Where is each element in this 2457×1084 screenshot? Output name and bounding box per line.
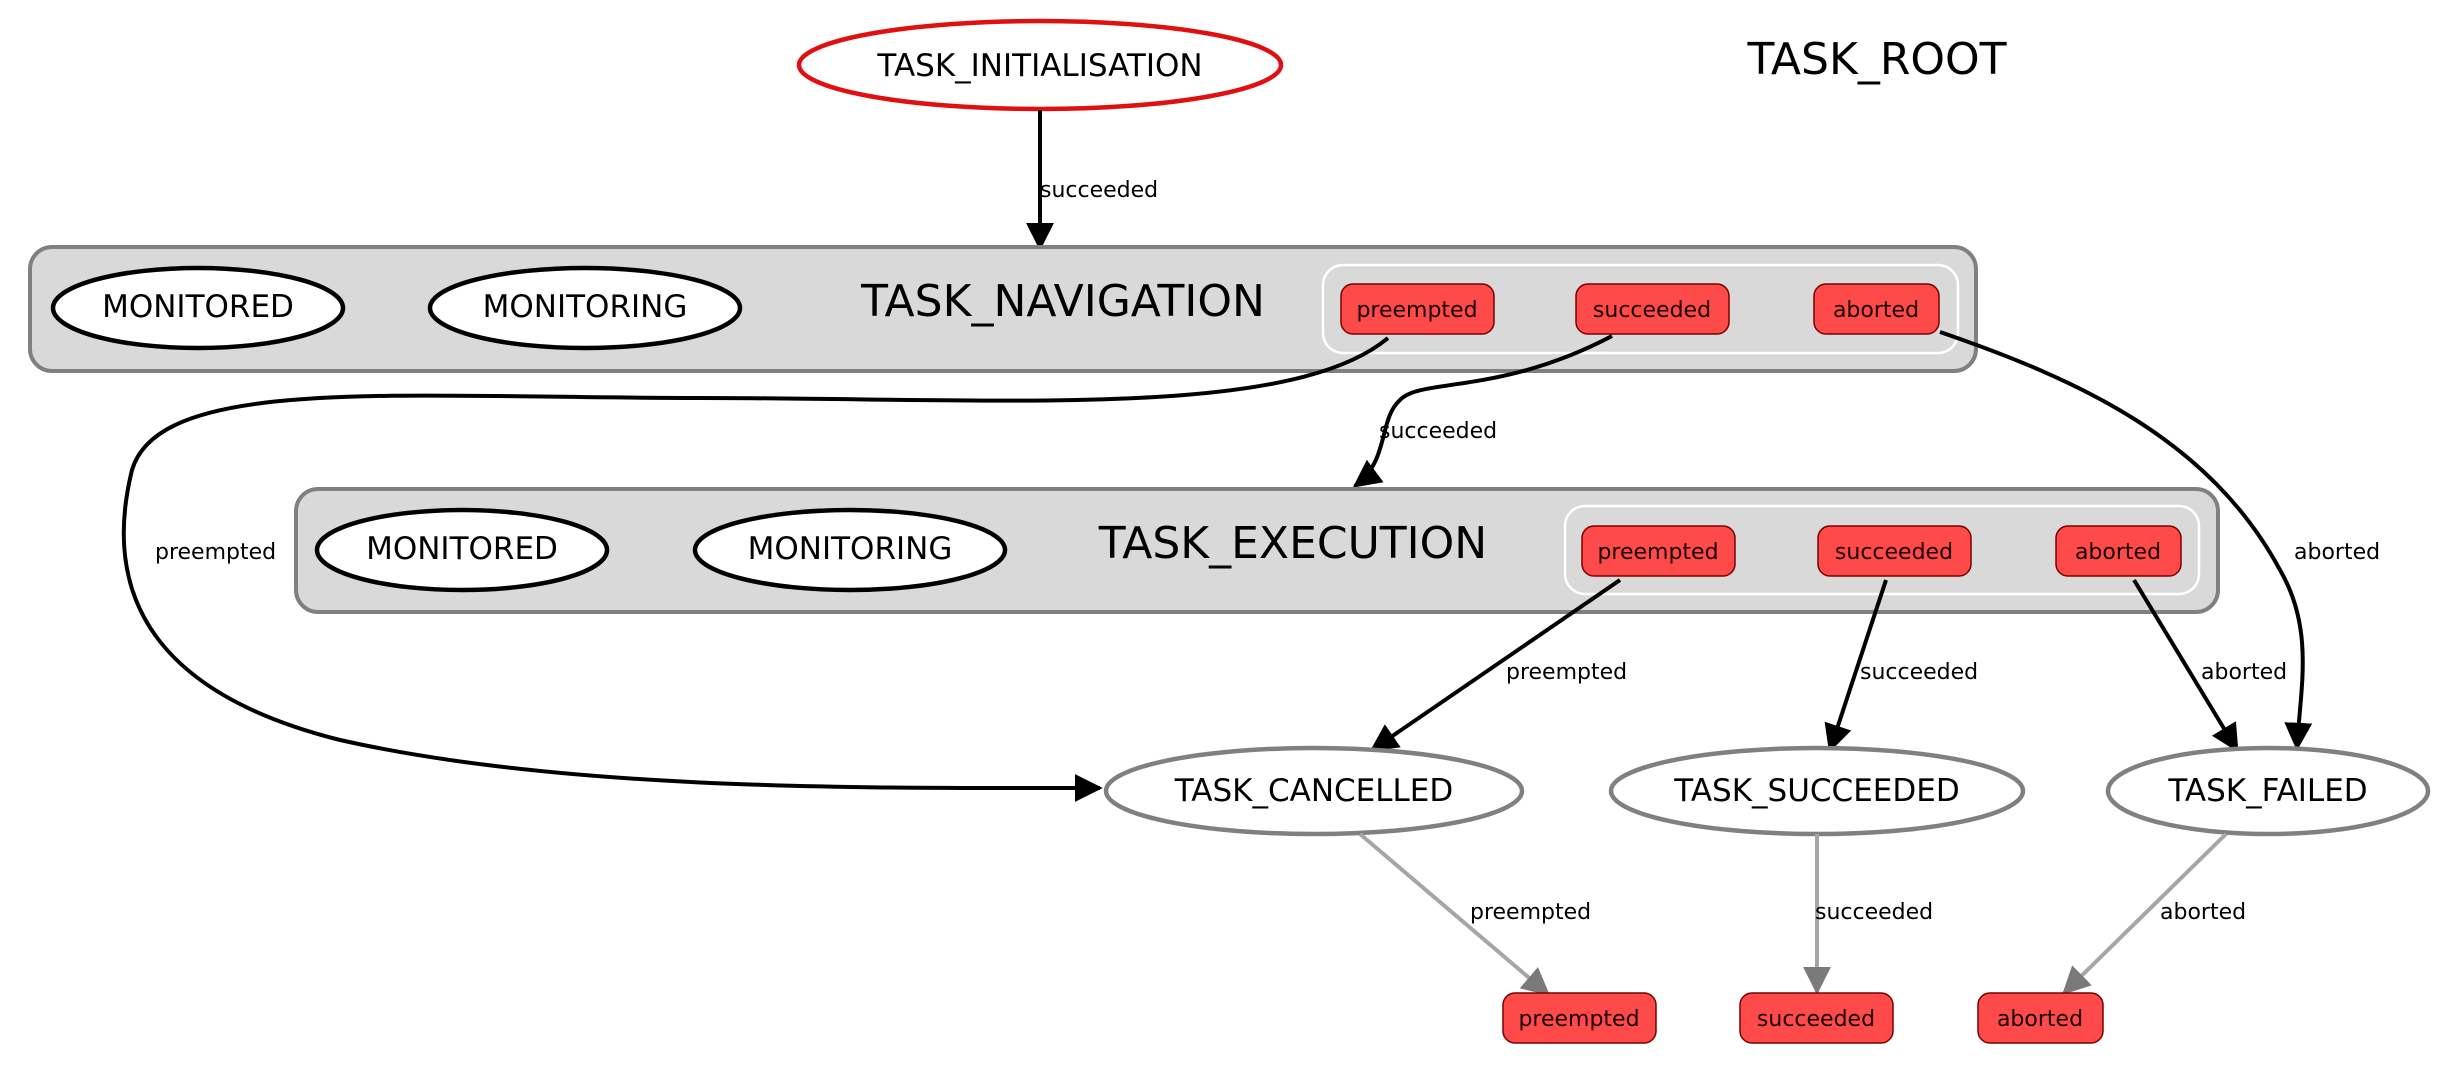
edge-succeeded-to-final-succeeded: succeeded [1803, 834, 1933, 995]
outcome-preempted[interactable]: preempted [1581, 525, 1736, 577]
state-label: TASK_SUCCEEDED [1673, 773, 1959, 809]
state-task-failed[interactable]: TASK_FAILED [2105, 745, 2431, 837]
child-state-label: MONITORED [102, 289, 294, 325]
outcome-panel [1321, 263, 1960, 355]
edge-cancelled-to-final-preempted: preempted [1358, 832, 1591, 996]
edge-navigation-to-failed: aborted [1939, 330, 2380, 751]
edge-label: aborted [2294, 540, 2380, 565]
edge-label: succeeded [1815, 900, 1933, 925]
edge-label: succeeded [1040, 178, 1158, 203]
container-task-execution[interactable]: MONITORED MONITORING TASK_EXECUTION pree… [294, 487, 2220, 614]
outcome-succeeded[interactable]: succeeded [1575, 283, 1730, 335]
outcome-label: succeeded [1593, 298, 1711, 323]
state-label: TASK_CANCELLED [1174, 773, 1454, 809]
container-label: TASK_NAVIGATION [860, 276, 1265, 327]
edge-initialisation-to-navigation: succeeded [1026, 110, 1158, 251]
final-outcome-preempted[interactable]: preempted [1502, 992, 1657, 1044]
child-state-label: MONITORING [483, 289, 688, 325]
final-outcome-aborted[interactable]: aborted [1977, 992, 2104, 1044]
edge-execution-to-failed: aborted [2132, 578, 2287, 753]
edge-label: preempted [1506, 660, 1627, 685]
state-label: TASK_FAILED [2167, 773, 2367, 809]
outcome-succeeded[interactable]: succeeded [1817, 525, 1972, 577]
container-label: TASK_EXECUTION [1098, 518, 1487, 569]
child-state-monitored[interactable]: MONITORED [50, 265, 346, 351]
edge-navigation-to-cancelled: preempted [121, 336, 1390, 803]
child-state-monitoring[interactable]: MONITORING [692, 507, 1008, 593]
outcome-label: aborted [1997, 1007, 2083, 1032]
child-state-monitoring[interactable]: MONITORING [427, 265, 743, 351]
state-task-succeeded[interactable]: TASK_SUCCEEDED [1608, 745, 2026, 837]
state-label: TASK_INITIALISATION [876, 48, 1202, 84]
edge-navigation-to-execution: succeeded [1352, 334, 1613, 488]
outcome-label: succeeded [1757, 1007, 1875, 1032]
edge-label: aborted [2160, 900, 2246, 925]
edge-failed-to-final-aborted: aborted [2062, 832, 2246, 995]
outcome-label: preempted [1518, 1007, 1639, 1032]
child-state-monitored[interactable]: MONITORED [314, 507, 610, 593]
edge-execution-to-succeeded: succeeded [1824, 579, 1978, 753]
final-outcome-succeeded[interactable]: succeeded [1739, 992, 1894, 1044]
outcome-label: aborted [2075, 540, 2161, 565]
edge-label: aborted [2201, 660, 2287, 685]
outcome-aborted[interactable]: aborted [2055, 525, 2182, 577]
edge-label: succeeded [1379, 419, 1497, 444]
outcome-label: succeeded [1835, 540, 1953, 565]
outcome-label: preempted [1597, 540, 1718, 565]
state-task-initialisation[interactable]: TASK_INITIALISATION [796, 18, 1284, 112]
outcome-label: preempted [1356, 298, 1477, 323]
edge-label: preempted [155, 540, 276, 565]
container-task-navigation[interactable]: MONITORED MONITORING TASK_NAVIGATION pre… [28, 245, 1978, 373]
edge-execution-to-cancelled: preempted [1369, 578, 1627, 752]
state-task-cancelled[interactable]: TASK_CANCELLED [1103, 745, 1525, 837]
root-label: TASK_ROOT [1746, 34, 2006, 85]
edge-label: succeeded [1860, 660, 1978, 685]
child-state-label: MONITORING [748, 531, 953, 567]
edge-label: preempted [1470, 900, 1591, 925]
outcome-label: aborted [1833, 298, 1919, 323]
outcome-preempted[interactable]: preempted [1340, 283, 1495, 335]
outcome-aborted[interactable]: aborted [1813, 283, 1940, 335]
child-state-label: MONITORED [366, 531, 558, 567]
